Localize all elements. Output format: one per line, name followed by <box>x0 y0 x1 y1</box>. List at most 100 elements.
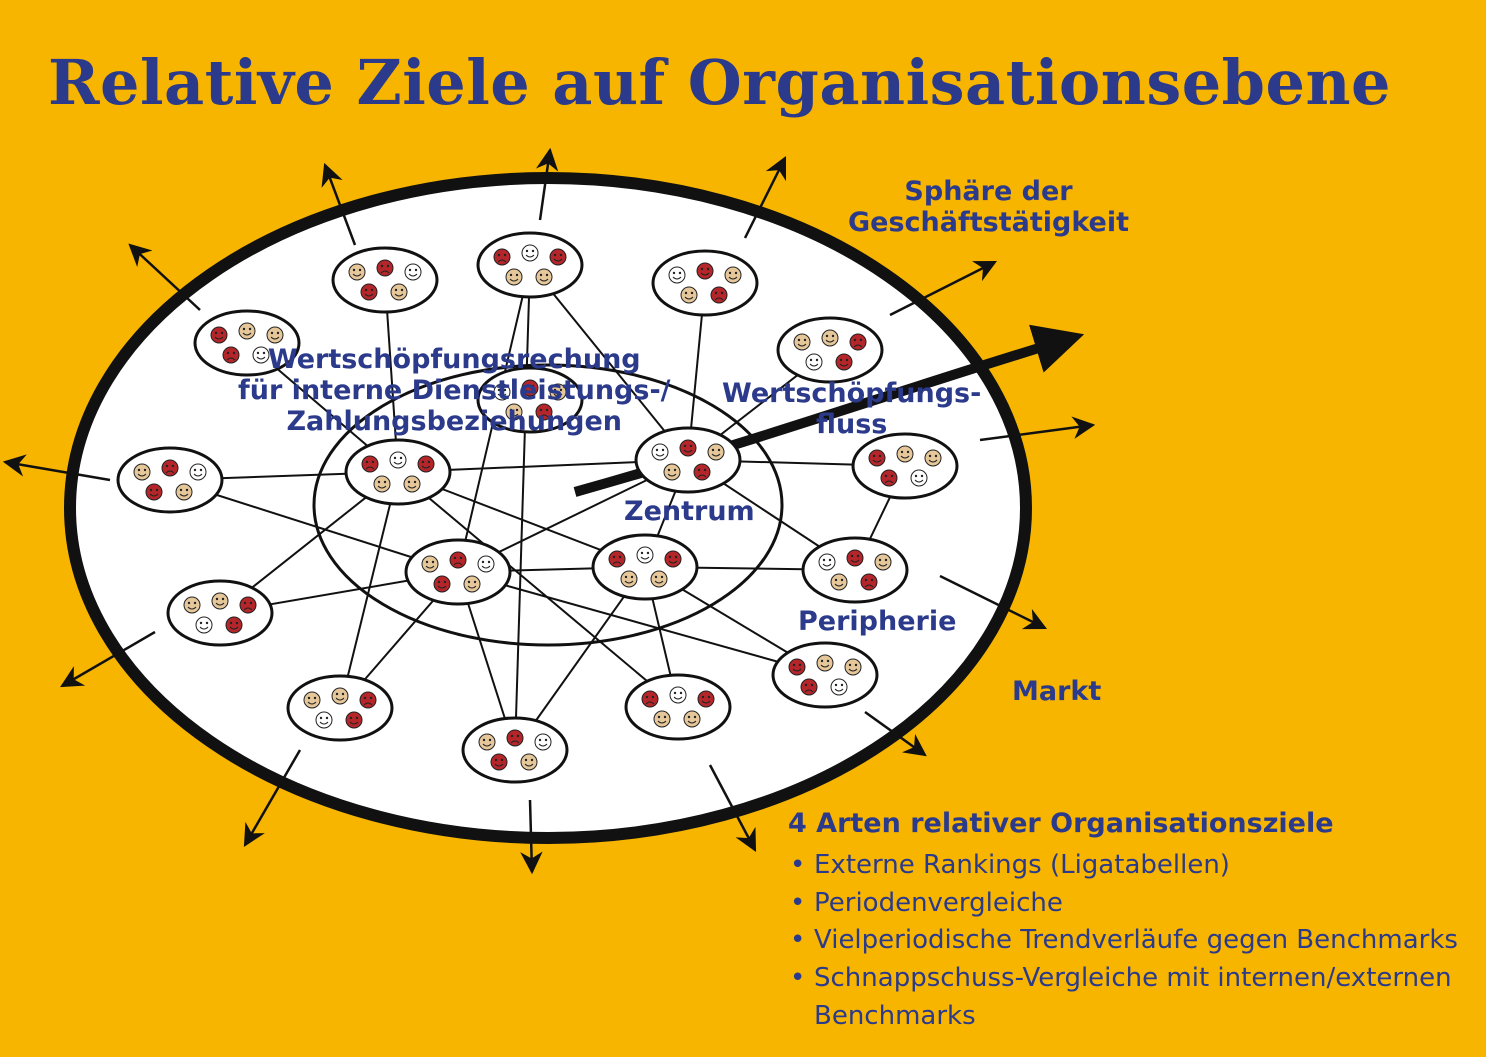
face-icon <box>830 678 848 696</box>
face-icon <box>880 469 898 487</box>
face-icon <box>195 616 213 634</box>
team-node-ellipse <box>624 673 732 741</box>
outward-arrow <box>864 710 927 757</box>
team-node <box>286 674 394 742</box>
center-ring <box>312 363 784 647</box>
team-node-ellipse <box>476 231 584 299</box>
face-icon <box>693 463 711 481</box>
face-icon <box>463 575 481 593</box>
face-icon <box>849 333 867 351</box>
face-icon <box>668 266 686 284</box>
face-icon <box>679 439 697 457</box>
team-node <box>461 716 569 784</box>
value-calculation-label: Wertschöpfungsrechung für interne Dienst… <box>238 344 671 437</box>
face-icon <box>821 329 839 347</box>
team-node-ellipse <box>404 538 512 606</box>
face-icon <box>835 353 853 371</box>
face-icon <box>805 353 823 371</box>
goal-item-2: Periodenvergleiche <box>788 885 1478 923</box>
face-icon <box>683 710 701 728</box>
face-icon <box>477 555 495 573</box>
face-icon <box>800 678 818 696</box>
team-node-ellipse <box>116 446 224 514</box>
team-node <box>624 673 732 741</box>
face-icon <box>910 469 928 487</box>
face-icon <box>345 711 363 729</box>
face-icon <box>222 346 240 364</box>
outward-arrow <box>743 155 787 239</box>
team-node-ellipse <box>461 716 569 784</box>
face-icon <box>210 326 228 344</box>
outward-arrow <box>243 749 302 847</box>
face-icon <box>707 443 725 461</box>
face-icon <box>830 573 848 591</box>
network-edge <box>169 479 459 573</box>
value-calc-line2: für interne Dienstleistungs-/ <box>238 375 671 407</box>
goal-item-1: Externe Rankings (Ligatabellen) <box>788 847 1478 885</box>
face-icon <box>924 449 942 467</box>
face-icon <box>331 687 349 705</box>
outward-arrow <box>708 764 757 852</box>
face-icon <box>680 286 698 304</box>
face-icon <box>449 551 467 569</box>
face-icon <box>636 546 654 564</box>
team-node <box>591 533 699 601</box>
team-node-ellipse <box>166 579 274 647</box>
face-icon <box>534 733 552 751</box>
team-nodes <box>116 231 959 784</box>
team-node <box>116 446 224 514</box>
face-icon <box>818 553 836 571</box>
team-node <box>166 579 274 647</box>
face-icon <box>175 483 193 501</box>
face-icon <box>844 658 862 676</box>
face-icon <box>710 286 728 304</box>
outward-arrow <box>60 630 156 688</box>
face-icon <box>816 654 834 672</box>
outward-arrow <box>979 416 1096 442</box>
face-icon <box>238 322 256 340</box>
outward-arrow <box>889 260 998 317</box>
team-node <box>771 641 879 709</box>
sphere-label: Sphäre der Geschäftstätigkeit <box>848 176 1129 238</box>
face-icon <box>505 268 523 286</box>
value-flow-line1: Wertschöpfungs- <box>722 378 982 409</box>
sphere-label-line2: Geschäftstätigkeit <box>848 207 1130 239</box>
face-icon <box>874 553 892 571</box>
team-node-ellipse <box>851 432 959 500</box>
face-icon <box>478 733 496 751</box>
network-edge <box>397 471 679 708</box>
face-icon <box>376 259 394 277</box>
sphere-label-line1: Sphäre der <box>904 176 1073 207</box>
center-label: Zentrum <box>624 496 755 527</box>
face-icon <box>650 570 668 588</box>
face-icon <box>788 658 806 676</box>
face-icon <box>663 463 681 481</box>
face-icon <box>860 573 878 591</box>
face-icon <box>360 283 378 301</box>
face-icon <box>433 575 451 593</box>
network-edge <box>339 471 399 709</box>
face-icon <box>521 379 539 397</box>
face-icon <box>493 383 511 401</box>
face-icon <box>620 570 638 588</box>
face-icon <box>417 455 435 473</box>
face-icon <box>793 333 811 351</box>
face-icon <box>303 691 321 709</box>
face-icon <box>664 550 682 568</box>
face-icon <box>535 268 553 286</box>
face-icon <box>373 475 391 493</box>
face-icon <box>653 710 671 728</box>
outward-arrow <box>520 799 543 875</box>
goal-item-4: Schnappschuss-Vergleiche mit internen/ex… <box>788 960 1478 998</box>
team-node <box>344 438 452 506</box>
face-icon <box>521 244 539 262</box>
face-icon <box>724 266 742 284</box>
team-node <box>404 538 512 606</box>
face-icon <box>133 463 151 481</box>
face-icon <box>404 263 422 281</box>
outward-arrows <box>2 147 1096 875</box>
goals-heading: 4 Arten relativer Organisationsziele <box>788 808 1334 839</box>
outward-arrow <box>939 574 1048 630</box>
value-flow-label: Wertschöpfungs- fluss <box>722 378 981 440</box>
outward-arrow <box>321 162 357 246</box>
